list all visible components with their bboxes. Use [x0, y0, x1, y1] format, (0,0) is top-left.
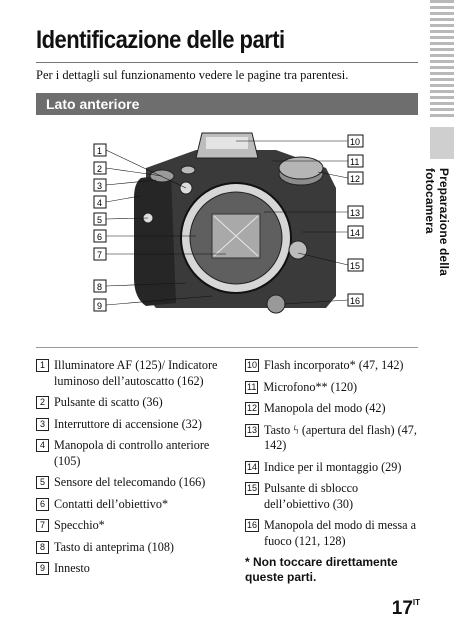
item-number: 14 — [245, 460, 260, 474]
callout-15: 15 — [350, 261, 360, 271]
callout-5: 5 — [97, 215, 102, 225]
item-number: 2 — [36, 396, 49, 409]
item-text: Interruttore di accensione (32) — [54, 416, 202, 431]
callout-16: 16 — [350, 296, 360, 306]
list-item: 4 Manopola di controllo anteriore (105) — [36, 438, 224, 469]
item-number: 8 — [36, 540, 49, 554]
camera-front-figure: 1 2 3 4 5 6 7 8 9 10 11 12 13 14 15 16 — [36, 128, 418, 328]
item-number: 9 — [36, 562, 49, 575]
item-number: 16 — [245, 519, 260, 532]
list-item: 10 Flash incorporato* (47, 142) — [245, 358, 425, 374]
callout-9: 9 — [97, 301, 102, 311]
item-number: 6 — [36, 497, 49, 511]
list-item: 5 Sensore del telecomando (166) — [36, 475, 224, 491]
callout-6: 6 — [97, 232, 102, 242]
item-number: 5 — [36, 476, 49, 489]
item-text: Pulsante di sblocco dell’obiettivo (30) — [264, 481, 359, 511]
list-item: 7 Specchio* — [36, 518, 224, 534]
callout-1: 1 — [97, 146, 102, 156]
item-text: Flash incorporato* (47, 142) — [264, 358, 404, 372]
item-number: 1 — [36, 359, 49, 372]
page-number: 17IT — [392, 598, 420, 620]
list-item: 16 Manopola del modo di messa a fuoco (12… — [245, 518, 425, 549]
parts-list-left: 1 Illuminatore AF (125)/ Indicatore lumin… — [36, 358, 224, 583]
caution-note: * Non toccare direttamente queste parti. — [245, 555, 398, 584]
item-number: 3 — [36, 417, 49, 431]
item-text: Contatti dell’obiettivo* — [54, 496, 169, 511]
list-item: 3 Interruttore di accensione (32) — [36, 417, 224, 433]
item-text: Tasto ϟ (apertura del flash) (47, 142) — [264, 422, 417, 453]
list-item: 14 Indice per il montaggio (29) — [245, 460, 425, 476]
callout-14: 14 — [350, 228, 360, 238]
list-item: 11 Microfono** (120) — [245, 380, 425, 396]
chapter-tab-marker — [430, 127, 454, 159]
item-text: Tasto di anteprima (108) — [54, 539, 174, 554]
item-text: Manopola di controllo anteriore (105) — [54, 438, 210, 468]
list-item: 15 Pulsante di sblocco dell’obiettivo (30… — [245, 481, 425, 512]
callout-2: 2 — [97, 164, 102, 174]
item-text: Sensore del telecomando (166) — [54, 475, 206, 489]
item-text: Pulsante di scatto (36) — [54, 395, 163, 409]
callout-7: 7 — [97, 250, 102, 260]
chapter-tab-label: Preparazione della fotocamera — [423, 168, 451, 276]
item-number: 4 — [36, 439, 49, 452]
intro-text: Per i dettagli sul funzionamento vedere … — [36, 68, 349, 82]
callouts-right: 10 11 12 13 14 15 16 — [347, 134, 364, 307]
list-item: 12 Manopola del modo (42) — [245, 401, 425, 417]
item-number: 15 — [245, 482, 260, 495]
page-number-value: 17 — [391, 598, 413, 619]
list-item: 6 Contatti dell’obiettivo* — [36, 497, 224, 513]
item-text: Specchio* — [54, 518, 105, 532]
callout-13: 13 — [350, 208, 360, 218]
page-title: Identificazione delle parti — [36, 26, 285, 54]
camera-front-illustration: 1 2 3 4 5 6 7 8 9 10 11 12 13 14 15 16 — [93, 132, 364, 314]
item-text: Innesto — [54, 561, 90, 575]
callouts-left: 1 2 3 4 5 6 7 8 9 — [93, 143, 107, 312]
item-text: Manopola del modo (42) — [264, 401, 386, 415]
callout-8: 8 — [97, 282, 102, 292]
title-rule — [36, 62, 418, 63]
list-item: 8 Tasto di anteprima (108) — [36, 540, 224, 556]
section-heading: Lato anteriore — [36, 93, 418, 115]
callout-10: 10 — [350, 137, 360, 147]
item-text: Manopola del modo di messa a fuoco (121,… — [264, 518, 416, 548]
edge-stripes — [430, 0, 454, 120]
item-number: 13 — [245, 423, 260, 437]
figure-rule — [36, 347, 418, 348]
list-item: 2 Pulsante di scatto (36) — [36, 395, 224, 411]
item-text: Microfono** (120) — [263, 379, 358, 394]
list-item: 13 Tasto ϟ (apertura del flash) (47, 142) — [245, 423, 425, 454]
parts-list-right: 10 Flash incorporato* (47, 142) 11 Microfo… — [245, 358, 425, 585]
callout-4: 4 — [97, 198, 102, 208]
item-text: Indice per il montaggio (29) — [264, 459, 402, 474]
item-number: 11 — [245, 380, 259, 394]
list-item: 9 Innesto — [36, 561, 224, 577]
callout-3: 3 — [97, 181, 102, 191]
item-number: 7 — [36, 519, 49, 532]
callout-12: 12 — [350, 174, 360, 184]
page-language-suffix: IT — [412, 597, 420, 607]
callout-11: 11 — [350, 157, 359, 167]
list-item: 1 Illuminatore AF (125)/ Indicatore lumin… — [36, 358, 224, 389]
item-text: Illuminatore AF (125)/ Indicatore lumino… — [54, 358, 218, 388]
item-number: 10 — [245, 359, 260, 372]
item-number: 12 — [245, 402, 260, 415]
